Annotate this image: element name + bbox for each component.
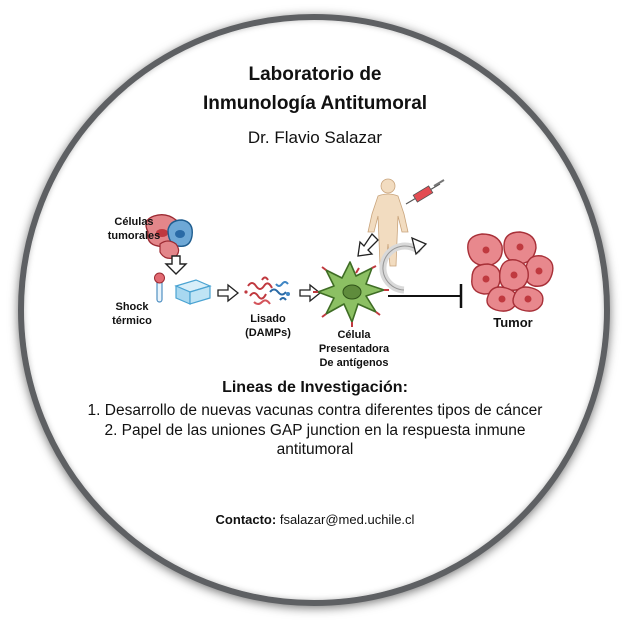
heat-shock-label: Shock térmico: [112, 301, 152, 327]
author-name: Dr. Flavio Salazar: [247, 128, 383, 147]
curved-arrow-icon: [379, 236, 428, 294]
right-arrow-icon: [299, 283, 322, 303]
contact-info: Contacto: fsalazar@med.uchile.cl: [0, 512, 630, 527]
diagonal-arrow-icon: [357, 232, 379, 257]
ice-cube-icon: [174, 279, 212, 305]
research-line-3: antitumoral: [276, 441, 354, 458]
contact-email[interactable]: fsalazar@med.uchile.cl: [279, 512, 415, 527]
syringe-icon: [405, 179, 445, 205]
research-lines-title: Lineas de Investigación:: [222, 379, 408, 396]
tumor-cells-label: Células tumorales: [107, 216, 161, 242]
research-line-2: 2. Papel de las uniones GAP junction en …: [104, 422, 526, 439]
circular-frame: [18, 14, 610, 606]
contact-label: Contacto:: [215, 512, 277, 527]
down-arrow-icon: [164, 255, 188, 275]
research-line-1: 1. Desarrollo de nuevas vacunas contra d…: [87, 402, 543, 419]
lysate-fragments-icon: [244, 276, 290, 305]
tumor-nuclei: [482, 243, 543, 303]
apc-label: Célula Presentadora De antígenos: [318, 329, 390, 369]
lysate-label: Lisado (DAMPs): [245, 313, 291, 339]
inhibition-line-icon: [388, 284, 463, 308]
thermometer-icon: [154, 272, 165, 303]
tumor-label: Tumor: [493, 315, 533, 330]
tumor-cells-icon: [145, 213, 193, 259]
lab-title-line2: Inmunología Antitumoral: [202, 93, 428, 114]
dendritic-cell-icon: [313, 261, 389, 327]
human-body-icon: [367, 178, 409, 267]
lab-title-line1: Laboratorio de: [248, 64, 382, 85]
right-arrow-icon: [217, 283, 240, 303]
